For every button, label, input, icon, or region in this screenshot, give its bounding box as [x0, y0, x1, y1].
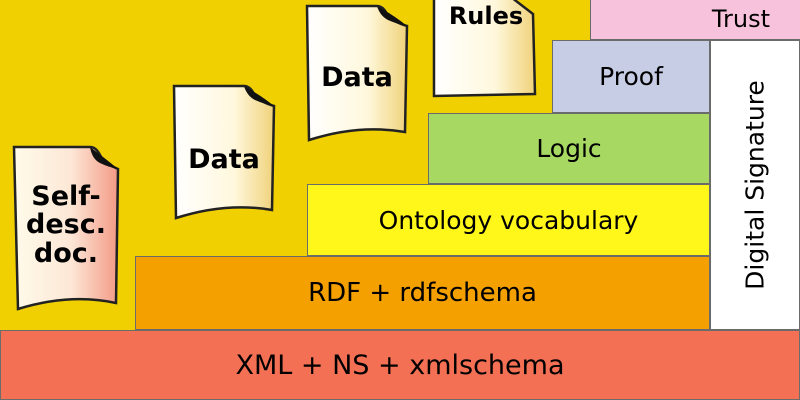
- data-doc-icon-1: Data: [170, 82, 278, 222]
- layer-ontology: Ontology vocabulary: [307, 184, 710, 256]
- doc-shape-icon: [12, 145, 120, 311]
- digital-signature-column: Digital Signature: [710, 40, 800, 330]
- data-label-1: Data: [188, 144, 260, 175]
- layer-xml-label: XML + NS + xmlschema: [235, 349, 565, 381]
- layer-proof: Proof: [552, 40, 710, 113]
- self-desc-line-2: desc.: [26, 209, 106, 241]
- layer-rdf-label: RDF + rdfschema: [308, 278, 537, 308]
- self-desc-line-1: Self-: [31, 181, 101, 212]
- layer-logic: Logic: [428, 113, 710, 184]
- doc-shape-icon: [172, 84, 276, 220]
- layer-rdf: RDF + rdfschema: [135, 256, 710, 330]
- layer-trust: Trust: [590, 0, 800, 40]
- layer-trust-label: Trust: [711, 5, 770, 33]
- layer-ontology-label: Ontology vocabulary: [378, 205, 639, 235]
- layer-logic-label: Logic: [536, 134, 602, 163]
- doc-shape-icon: [305, 4, 409, 142]
- layer-proof-label: Proof: [599, 62, 663, 91]
- doc-shape-icon: [432, 0, 537, 98]
- layer-xml: XML + NS + xmlschema: [0, 330, 800, 400]
- self-describing-doc-icon: Self- desc. doc.: [10, 143, 122, 313]
- data-label-2: Data: [321, 62, 393, 93]
- rules-label: Rules: [448, 2, 524, 30]
- self-desc-line-3: doc.: [33, 237, 99, 269]
- rules-doc-icon: Rules: [431, 0, 541, 102]
- digital-signature-label: Digital Signature: [740, 80, 770, 290]
- data-doc-icon-2: Data: [303, 2, 411, 144]
